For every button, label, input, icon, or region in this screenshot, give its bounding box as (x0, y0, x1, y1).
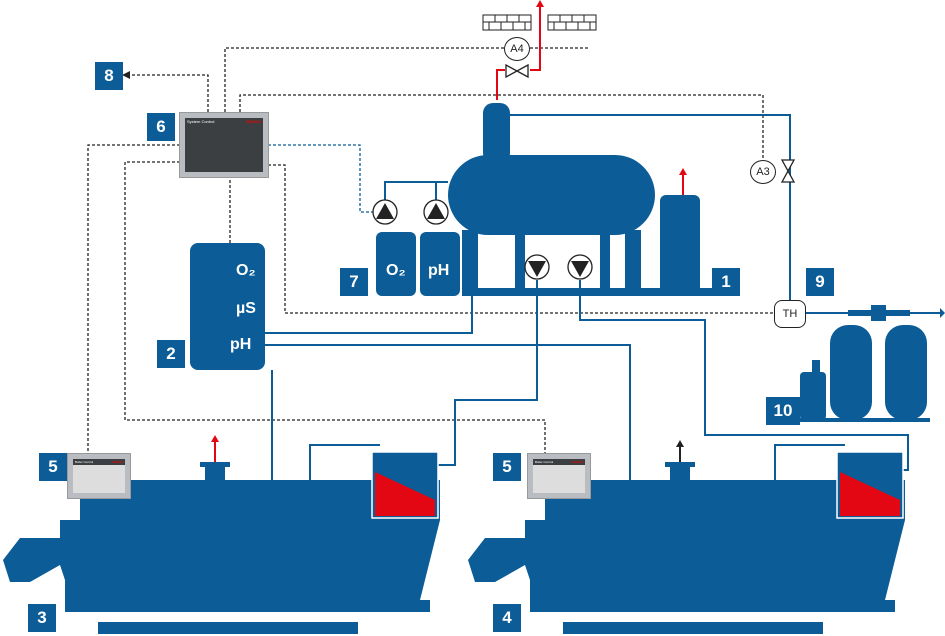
bosch-logo: BOSCH (112, 460, 123, 464)
label-1: 1 (712, 268, 740, 296)
arrow-to-8 (122, 71, 130, 79)
boiler-control-title: Boiler Control (535, 460, 554, 464)
instrument-a4: A4 (504, 37, 530, 61)
analyzer-o2: O₂ (236, 262, 256, 279)
analyzer-conductivity: µS (236, 300, 256, 317)
label-3: 3 (28, 604, 56, 632)
label-9: 9 (806, 268, 834, 296)
label-8: 8 (95, 62, 123, 90)
dosing-tank-ph: pH (428, 262, 450, 279)
label-5-boiler-3: 5 (39, 453, 67, 481)
system-control-panel[interactable]: System Control BOSCH (179, 112, 269, 178)
wall-brick-icon (482, 14, 597, 31)
water-pipes (265, 114, 940, 480)
thermal-deaeration-th: TH (774, 300, 806, 328)
system-control-title: System Control (187, 119, 215, 124)
steam-lines (214, 5, 684, 462)
pump-icon (372, 199, 593, 280)
boiler-3 (3, 451, 440, 634)
label-2: 2 (157, 340, 185, 368)
bosch-logo: BOSCH (246, 119, 261, 124)
signal-lines (87, 47, 775, 455)
feedwater-tank (190, 103, 715, 370)
boiler-control-title: Boiler Control (75, 460, 94, 464)
water-treatment-unit (795, 305, 930, 422)
label-10: 10 (766, 397, 800, 425)
label-6: 6 (147, 113, 175, 141)
dosing-tank-o2: O₂ (386, 262, 406, 279)
bosch-logo: BOSCH (572, 460, 583, 464)
analyzer-ph: pH (230, 336, 252, 353)
boiler-4 (468, 451, 905, 634)
label-7: 7 (340, 268, 368, 296)
label-4: 4 (493, 604, 521, 632)
boiler-control-panel-3[interactable]: Boiler Control BOSCH (67, 453, 131, 499)
label-5-boiler-4: 5 (493, 453, 521, 481)
instrument-a3: A3 (750, 160, 776, 184)
valve-icon (505, 63, 796, 183)
boiler-control-panel-4[interactable]: Boiler Control BOSCH (527, 453, 591, 499)
